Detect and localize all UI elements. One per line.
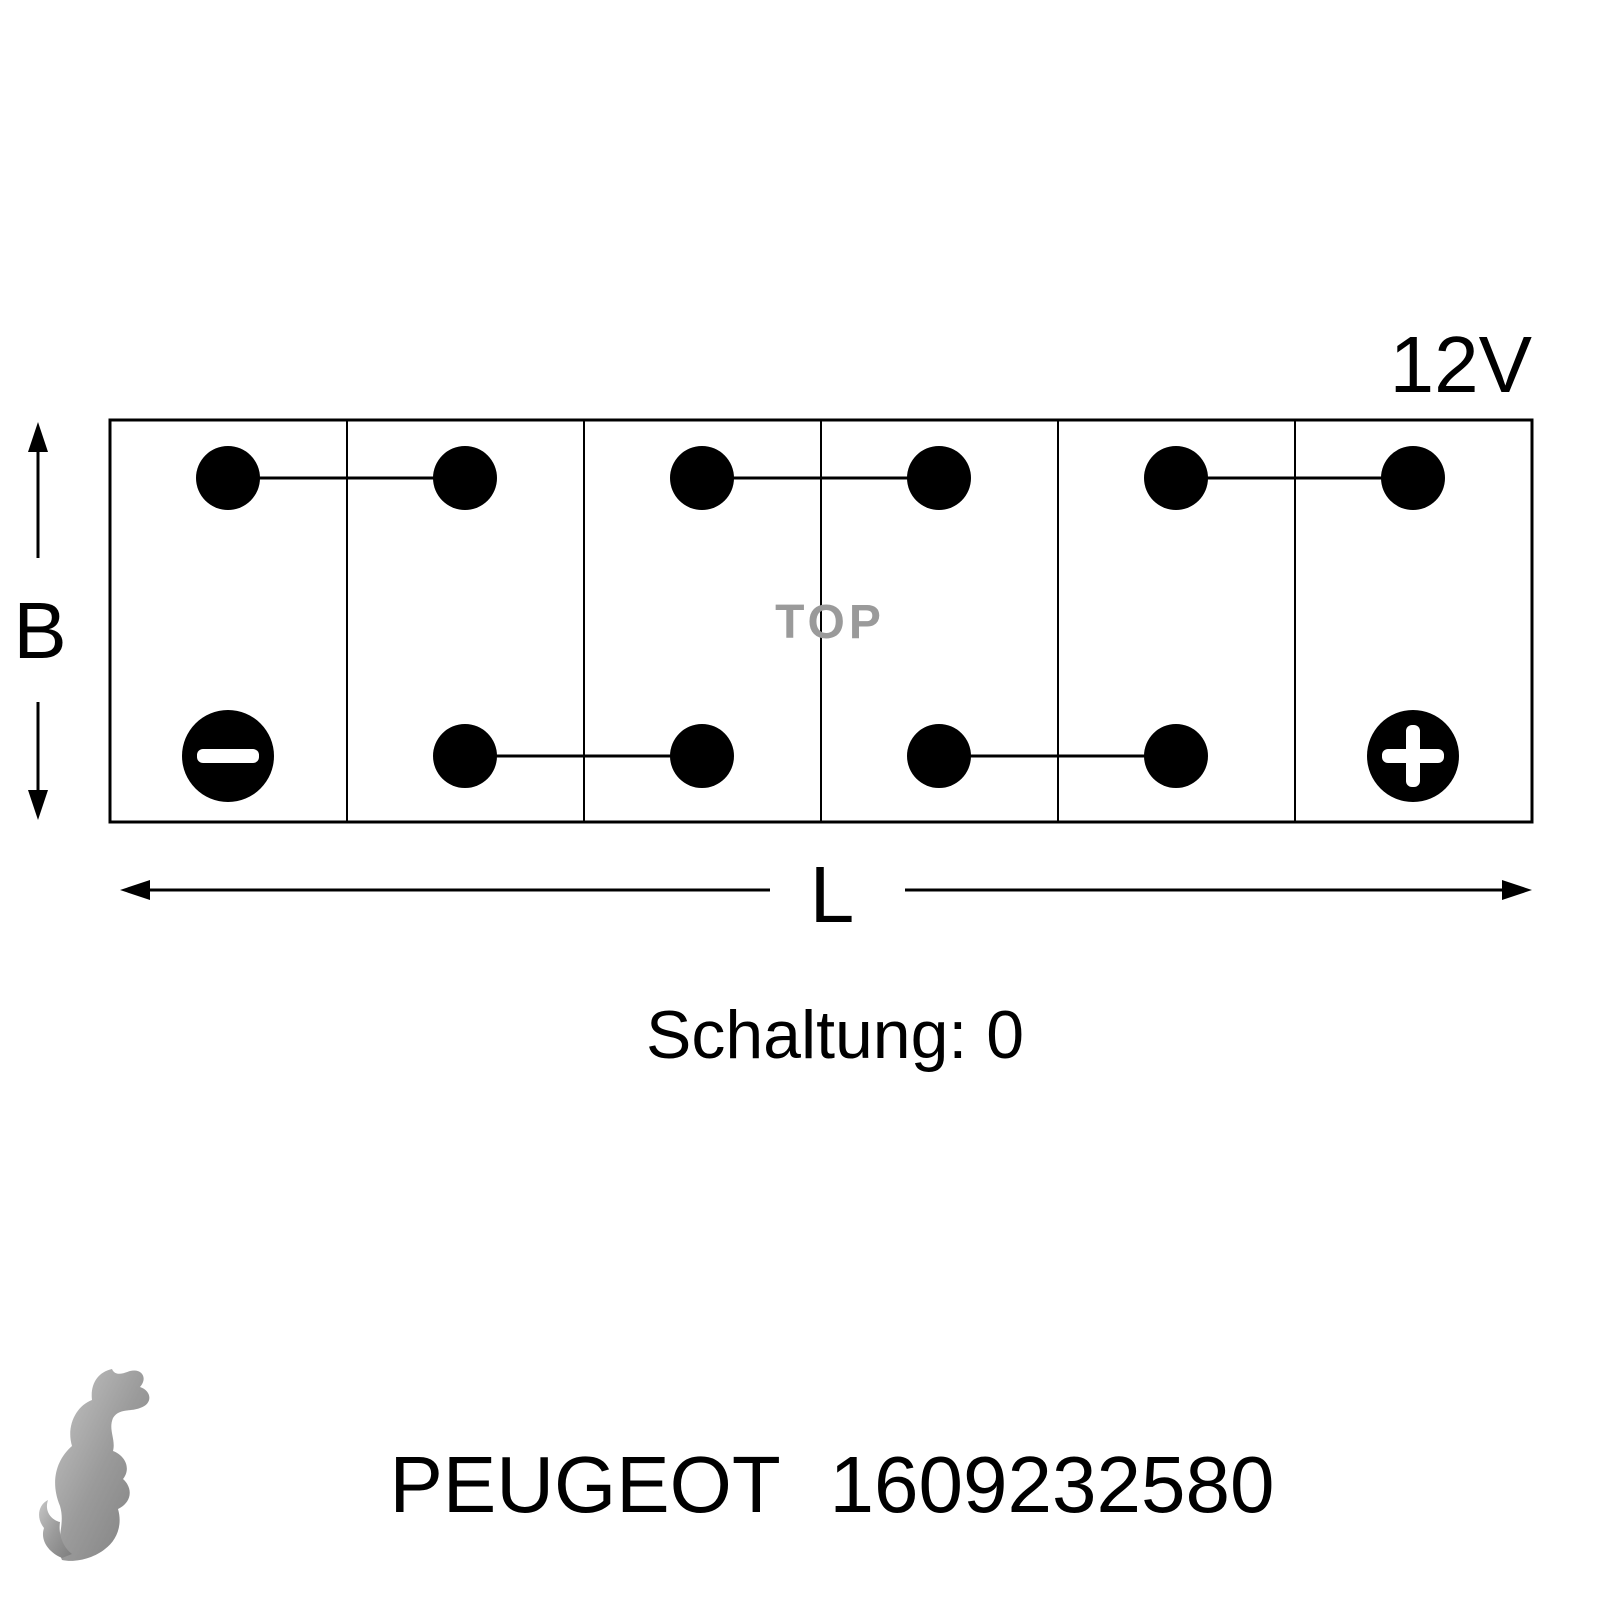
cell-post [1144,446,1208,510]
peugeot-lion-icon [39,1369,150,1561]
b-dimension-label: B [13,586,66,675]
b-dimension-arrow: B [13,422,67,820]
cell-post [433,724,497,788]
cell-post [196,446,260,510]
cell-post [670,724,734,788]
cell-post [1144,724,1208,788]
svg-text:PEUGEOT 1609232580: PEUGEOT 1609232580 [390,1440,1275,1529]
brand-footer: PEUGEOT 1609232580 [39,1369,1274,1561]
top-marking: TOP [775,596,885,649]
l-dimension-arrow: L [120,850,1532,939]
cell-post [907,446,971,510]
negative-terminal [182,710,274,802]
positive-terminal [1367,710,1459,802]
top-cell-connectors [196,446,1445,510]
circuit-type-label: Schaltung: 0 [646,997,1024,1073]
cell-post [433,446,497,510]
minus-icon [197,749,259,763]
plus-icon [1406,725,1420,787]
voltage-label: 12V [1390,320,1533,409]
cell-post [907,724,971,788]
cell-post [1381,446,1445,510]
l-dimension-label: L [810,850,855,939]
part-number-label: 1609232580 [830,1440,1275,1529]
bottom-cell-connectors [433,724,1208,788]
brand-label: PEUGEOT [390,1440,780,1529]
cell-post [670,446,734,510]
